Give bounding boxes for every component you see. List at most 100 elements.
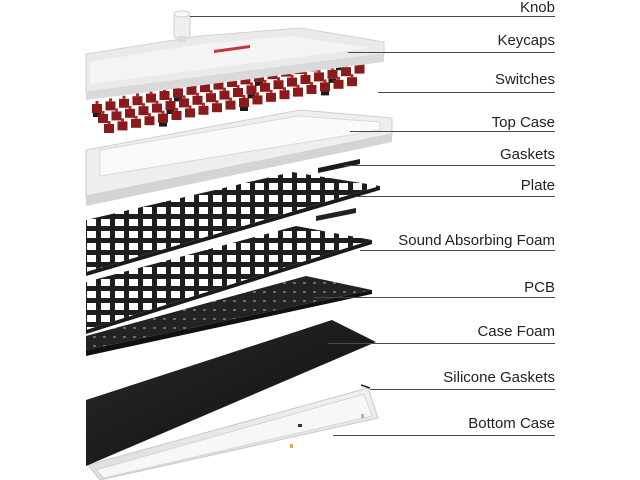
switch-housing <box>144 116 155 126</box>
switch-stem <box>323 79 327 83</box>
switch-stem <box>149 90 153 94</box>
switch-housing <box>320 82 330 92</box>
switch-housing <box>300 75 311 84</box>
switch-housing <box>233 88 243 97</box>
pcb-leader-line <box>314 297 555 298</box>
switch-housing <box>347 77 357 87</box>
knob-leader-line <box>190 16 555 17</box>
switch-stem <box>121 118 124 122</box>
switch-housing <box>260 82 270 92</box>
stabilizer-clip <box>321 91 329 96</box>
switch-stem <box>290 74 294 78</box>
stabilizer-clip <box>174 97 182 102</box>
switch-housing <box>293 87 303 97</box>
switch-stem <box>269 89 273 93</box>
switch-housing <box>279 90 290 100</box>
label-top-case: Top Case <box>491 114 555 131</box>
gaskets-leader-line <box>344 165 555 166</box>
switch-housing <box>198 105 209 115</box>
switch-stem <box>242 95 246 98</box>
pcb-layer <box>86 276 372 356</box>
switch-housing <box>92 104 102 113</box>
silicone-gaskets-leader-line <box>370 389 555 390</box>
switch-housing <box>119 98 129 108</box>
switch-housing <box>138 106 149 116</box>
switch-stem <box>175 108 178 111</box>
plate-leader-line <box>356 196 555 197</box>
case-foam-leader-line <box>328 343 555 344</box>
switch-stem <box>95 101 99 104</box>
stabilizer-clip <box>240 107 248 111</box>
switch-housing <box>213 80 224 90</box>
switch-housing <box>252 95 263 105</box>
switch-housing <box>186 85 197 95</box>
switch-stem <box>209 90 213 94</box>
switch-stem <box>182 95 186 99</box>
label-silicone-gaskets: Silicone Gaskets <box>443 369 555 386</box>
switch-housing <box>132 96 143 106</box>
label-bottom-case: Bottom Case <box>468 415 555 432</box>
switch-housing <box>111 111 122 121</box>
switch-stem <box>215 100 219 104</box>
label-case-foam: Case Foam <box>477 323 555 340</box>
switch-housing <box>171 111 182 120</box>
switch-housing <box>192 95 203 105</box>
switch-stem <box>310 82 313 85</box>
top-case-leader-line <box>350 131 555 132</box>
switch-housing <box>333 79 344 89</box>
switches-layer <box>92 49 372 133</box>
switch-stem <box>337 76 340 80</box>
switch-housing <box>159 91 170 100</box>
switch-housing <box>158 113 168 123</box>
switch-stem <box>161 110 165 114</box>
switch-housing <box>246 85 257 95</box>
switch-stem <box>122 95 126 99</box>
switch-stem <box>283 87 286 91</box>
stabilizer-clip <box>166 110 175 114</box>
switch-housing <box>239 98 249 107</box>
switch-housing <box>173 88 183 98</box>
switch-housing <box>314 72 324 82</box>
switch-stem <box>304 72 307 75</box>
switch-stem <box>317 69 321 73</box>
plate-layer <box>86 172 380 276</box>
silicone-gasket-part <box>360 384 371 389</box>
switch-housing <box>179 98 189 108</box>
switch-stem <box>148 113 151 117</box>
switch-housing <box>146 93 156 103</box>
stabilizer-clip <box>255 81 263 86</box>
switch-stem <box>128 105 132 109</box>
switch-stem <box>202 102 205 106</box>
switch-housing <box>98 114 108 123</box>
switch-housing <box>125 108 135 118</box>
switch-housing <box>227 78 237 87</box>
stabilizer-clip <box>159 122 167 127</box>
stabilizer-clip <box>93 113 101 117</box>
switch-housing <box>200 83 210 93</box>
switch-stem <box>115 108 118 112</box>
switch-housing <box>225 100 236 110</box>
switch-housing <box>341 67 351 77</box>
switch-housing <box>306 85 317 94</box>
stabilizer-clip <box>328 78 337 83</box>
switch-housing <box>354 64 365 74</box>
switch-stem <box>350 74 354 78</box>
switch-housing <box>117 121 128 131</box>
top-case-layer <box>85 109 393 206</box>
switch-housing <box>206 93 216 103</box>
switch-housing <box>327 69 338 79</box>
switch-housing <box>266 92 276 102</box>
switch-stem <box>256 92 259 96</box>
bottom-case-leader-line <box>333 435 555 436</box>
switch-housing <box>287 77 297 87</box>
label-keycaps: Keycaps <box>497 32 555 49</box>
label-sound-absorbing-foam: Sound Absorbing Foam <box>398 232 555 249</box>
switch-stem <box>188 105 192 109</box>
knob-part <box>173 10 191 42</box>
sound-absorbing-foam-leader-line <box>360 250 555 251</box>
stabilizer-clip <box>336 66 344 71</box>
switch-housing <box>185 108 195 118</box>
label-gaskets: Gaskets <box>499 146 555 163</box>
switches-leader-line <box>378 92 555 93</box>
switch-housing <box>165 101 176 110</box>
